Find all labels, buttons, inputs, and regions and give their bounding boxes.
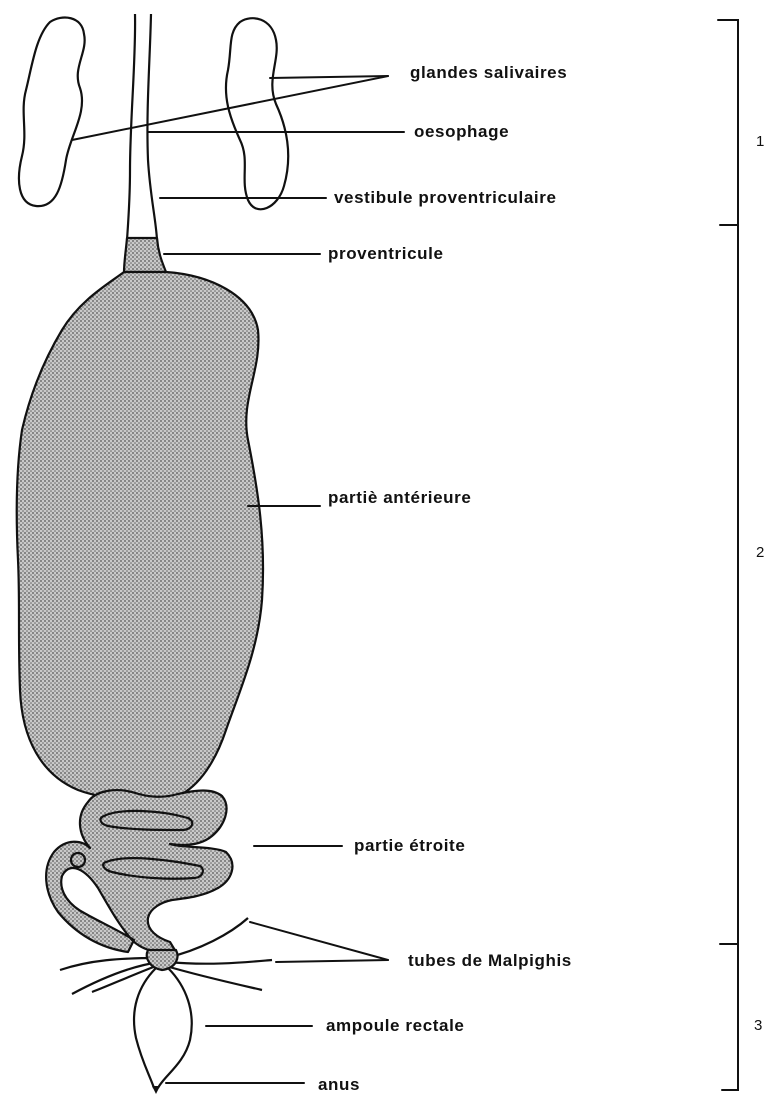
leader-glandes-right (270, 76, 388, 78)
label-glandes-salivaires: glandes salivaires (410, 63, 567, 82)
leader-tubes-b (276, 960, 388, 962)
salivary-gland-left (19, 18, 85, 207)
anus-tip (152, 1086, 160, 1094)
narrow-midgut (46, 790, 232, 953)
region-label-2: 2 (756, 544, 764, 561)
label-partie-anterieure: partiè antérieure (328, 488, 471, 507)
region-label-1: 1 (756, 133, 764, 150)
label-tubes-malpighis: tubes de Malpighis (408, 951, 572, 970)
label-ampoule-rectale: ampoule rectale (326, 1016, 464, 1035)
label-vestibule: vestibule proventriculaire (334, 188, 557, 207)
label-oesophage: oesophage (414, 122, 509, 141)
label-proventricule: proventricule (328, 244, 444, 263)
proventricule-shape (124, 238, 166, 272)
salivary-gland-right (226, 18, 288, 209)
region-label-3: 3 (754, 1017, 762, 1034)
leader-glandes-left (72, 76, 388, 140)
anterior-midgut (17, 272, 263, 799)
region-bracket (718, 20, 738, 1090)
rectal-ampulla (134, 968, 192, 1088)
label-anus: anus (318, 1075, 360, 1094)
leader-tubes-a (250, 922, 388, 960)
label-partie-etroite: partie étroite (354, 836, 465, 855)
